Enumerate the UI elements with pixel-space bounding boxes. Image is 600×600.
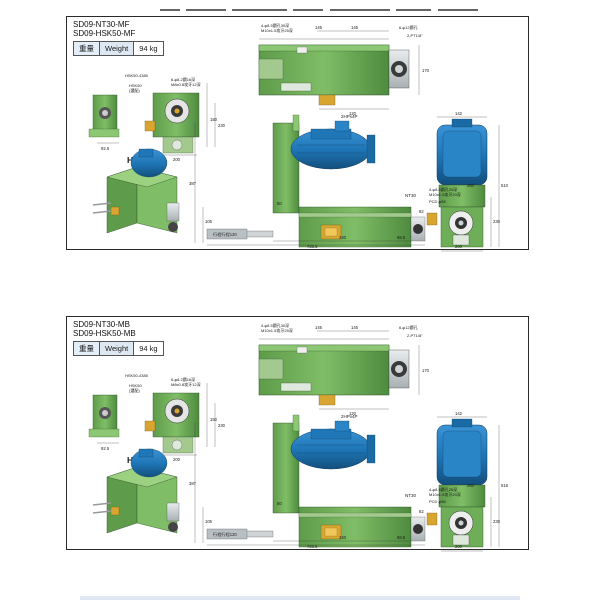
dim-200-end: 200 (455, 544, 463, 549)
nt30-label: NT30 (405, 493, 417, 498)
dim-200-end: 200 (455, 244, 463, 249)
drawing-panel-mf: SD09-NT30-MF SD09-HSK50-MF 重量 Weight 94 … (66, 16, 529, 252)
small-front-views (88, 83, 216, 156)
motor-label: 2HPx4P (341, 114, 358, 119)
top-header-fragment (160, 0, 490, 11)
note-end-tap: M10x1.5攻牙20深 (429, 491, 461, 497)
note-m8-tap: M8x0.8攻牙12深 (171, 81, 201, 87)
isometric-view (92, 148, 180, 234)
note-pt: 2-PT1/8" (407, 333, 423, 338)
note-pt: 2-PT1/8" (407, 33, 423, 38)
dim-510: 510 (501, 183, 509, 188)
main-side-elevation (194, 114, 426, 248)
dim-230: 230 (218, 423, 226, 428)
top-side-view (258, 330, 420, 410)
model-title-nt30: SD09-NT30-MF (73, 20, 130, 29)
note-m10-drill: 4-φ8.5鑽孔30深 (261, 22, 289, 28)
stroke-120: 行程行程120 (213, 231, 237, 238)
end-view (426, 116, 500, 252)
dim-82: 82 (419, 509, 424, 514)
weight-label-cn: 重量 (73, 341, 100, 356)
dim-230-end: 230 (493, 219, 501, 224)
dim-340: 340 (339, 535, 347, 540)
nt30-label: NT30 (405, 193, 417, 198)
end-view (426, 416, 500, 552)
dim-510: 518 (501, 483, 509, 488)
pcd-note: PCD φ98 (429, 199, 446, 204)
model-title-hsk50: SD09-HSK50-MB (73, 329, 136, 338)
top-side-view (258, 30, 420, 110)
callout-hsk50-4385: HSK50-4385 (125, 373, 149, 378)
dim-92-5: 92.5 (101, 446, 110, 451)
dim-150: 150 (210, 117, 218, 122)
callout-hsk50: HSK50 (129, 383, 142, 388)
note-m10-tap: M10x1.5攻牙25深 (261, 327, 293, 333)
dim-142: 142 (455, 111, 463, 116)
dim-50: 50 (277, 201, 282, 206)
motor-label: 2HPx4P (341, 414, 358, 419)
pcd-note: PCD φ98 (429, 499, 446, 504)
dim-92-5: 92.5 (101, 146, 110, 151)
dim-105: 105 (205, 519, 213, 524)
callout-hsk50-4385: HSK50-4385 (125, 73, 149, 78)
dim-387: 387 (189, 181, 197, 186)
note-m8-drill: 6-φ8.2鑽16深 (171, 376, 195, 382)
dim-145-top-2: 145 (351, 25, 359, 30)
weight-label-en: Weight (98, 341, 135, 356)
note-m12: 6-φ12鑽孔 (399, 324, 418, 330)
callout-hsk50: HSK50 (129, 83, 142, 88)
weight-table: 重量 Weight 94 kg (73, 341, 164, 356)
callout-hsk50-option: (選配) (129, 87, 140, 93)
note-m12: 6-φ12鑽孔 (399, 24, 418, 30)
dim-260: 260 (467, 183, 475, 188)
dim-82: 82 (419, 209, 424, 214)
dim-723-5: 723.5 (307, 244, 318, 249)
dim-230: 230 (218, 123, 226, 128)
technical-drawing: 145 145 170 120 4-φ8.5鑽孔30深 M10x1.5攻牙25深… (88, 322, 509, 552)
main-side-elevation (194, 414, 426, 548)
note-m10-tap: M10x1.5攻牙25深 (261, 27, 293, 33)
note-end-drill: 4-φ8.5鑽孔25深 (429, 186, 457, 192)
weight-label-cn: 重量 (73, 41, 100, 56)
dim-340: 340 (339, 235, 347, 240)
weight-label-en: Weight (98, 41, 135, 56)
note-m10-drill: 4-φ8.5鑽孔30深 (261, 322, 289, 328)
note-m8-drill: 6-φ8.2鑽16深 (171, 76, 195, 82)
dim-170: 170 (422, 368, 430, 373)
dim-120: 120 (349, 111, 357, 116)
dim-230-end: 230 (493, 519, 501, 524)
dim-145-top-2: 145 (351, 325, 359, 330)
dim-200-small: 200 (173, 457, 181, 462)
dim-145-top: 145 (315, 25, 323, 30)
dim-142: 142 (455, 411, 463, 416)
weight-table: 重量 Weight 94 kg (73, 41, 164, 56)
dim-145-top: 145 (315, 325, 323, 330)
dim-260: 260 (467, 483, 475, 488)
note-m8-tap: M8x0.8攻牙12深 (171, 381, 201, 387)
weight-value: 94 kg (133, 341, 164, 356)
note-end-tap: M10x1.5攻牙20深 (429, 191, 461, 197)
model-title-hsk50: SD09-HSK50-MF (73, 29, 136, 38)
stroke-120: 行程行程120 (213, 531, 237, 538)
small-front-views (88, 383, 216, 456)
model-title-nt30: SD09-NT30-MB (73, 320, 130, 329)
dim-105: 105 (205, 219, 213, 224)
dim-68-5: 68.5 (397, 235, 406, 240)
dim-68-5: 68.5 (397, 535, 406, 540)
dim-170: 170 (422, 68, 430, 73)
dim-120: 120 (349, 411, 357, 416)
dim-150: 150 (210, 417, 218, 422)
dim-723-5: 723.5 (307, 544, 318, 549)
technical-drawing: 145 145 170 120 4-φ8.5鑽孔30深 M10x1.5攻牙25深… (88, 22, 509, 252)
note-end-drill: 4-φ8.5鑽孔25深 (429, 486, 457, 492)
isometric-view (92, 448, 180, 534)
dim-50: 50 (277, 501, 282, 506)
weight-value: 94 kg (133, 41, 164, 56)
bottom-strip (80, 596, 520, 600)
dim-200-small: 200 (173, 157, 181, 162)
drawing-panel-mb: SD09-NT30-MB SD09-HSK50-MB 重量 Weight 94 … (66, 316, 529, 552)
callout-hsk50-option: (選配) (129, 387, 140, 393)
dim-387: 387 (189, 481, 197, 486)
